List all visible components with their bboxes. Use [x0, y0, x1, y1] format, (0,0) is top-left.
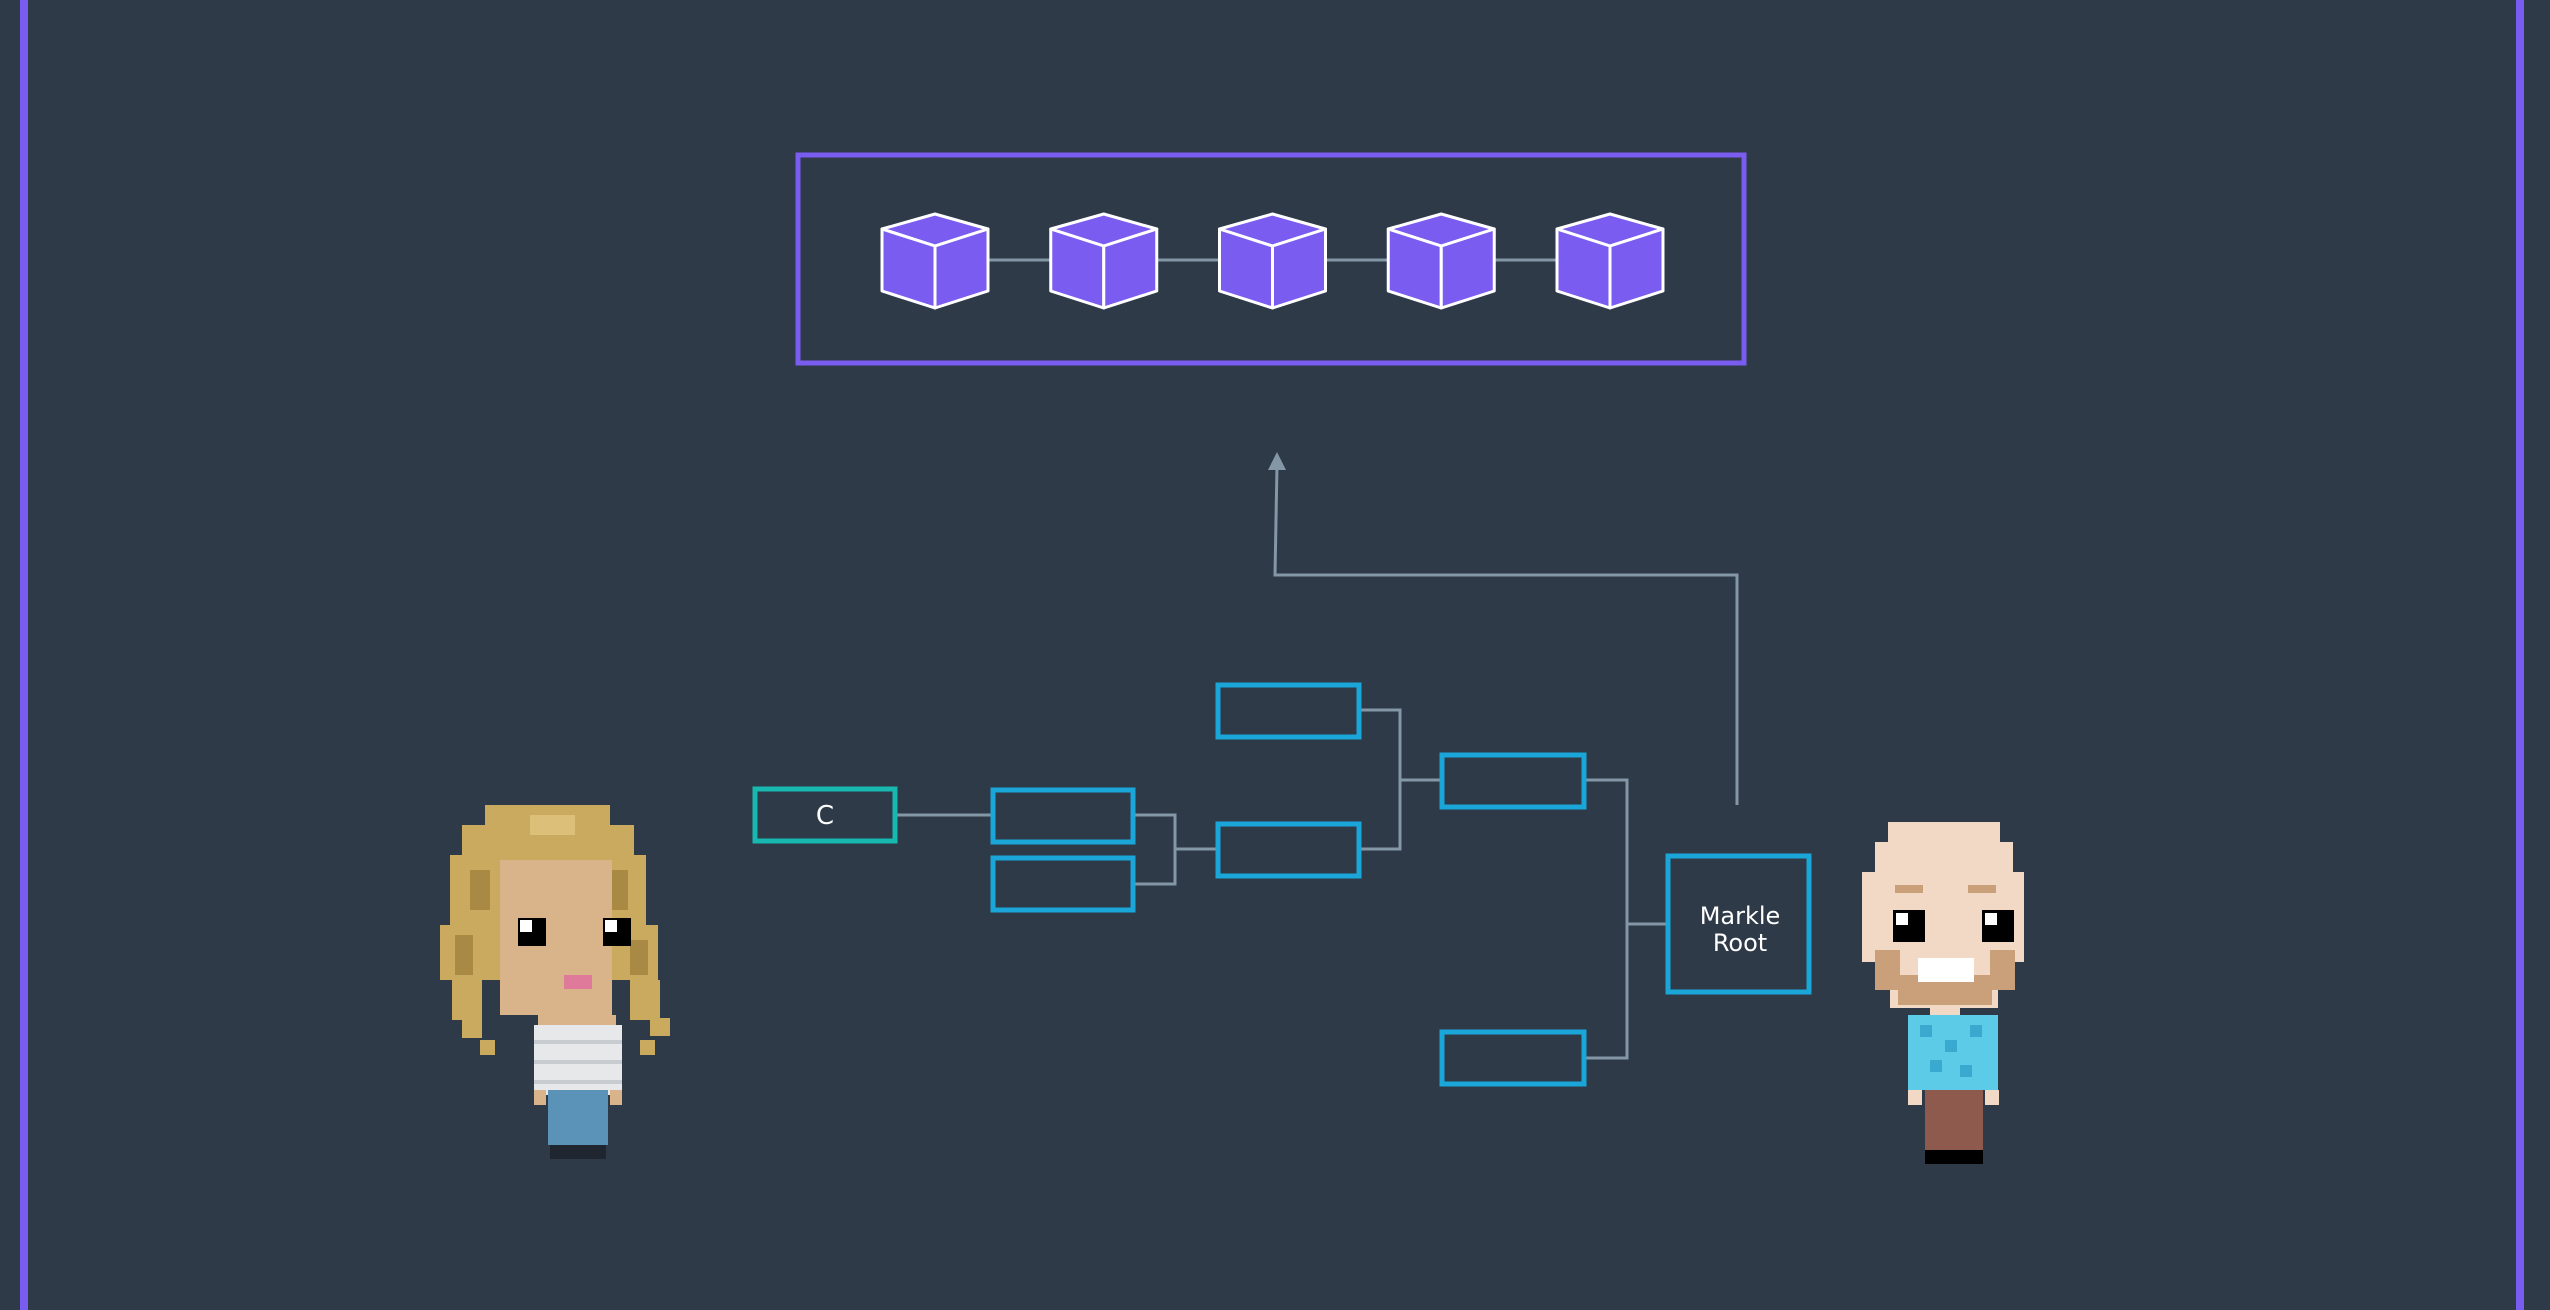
block-cubes [880, 212, 1665, 310]
hash-node [1215, 821, 1362, 879]
frame-left-border [20, 0, 28, 1310]
block-cube-icon [1555, 212, 1665, 310]
leaf-node-label: C [816, 801, 834, 831]
merkle-root-label-line1: Markle [1700, 902, 1781, 930]
woman-avatar [440, 805, 670, 1159]
hash-node [1439, 752, 1587, 810]
blockchain [795, 152, 1747, 366]
merkle-root-label-line2: Root [1713, 929, 1767, 957]
hash-node [1439, 1029, 1587, 1087]
cube-face [1439, 227, 1496, 310]
cube-face [1102, 227, 1159, 310]
blockchain-frame [795, 152, 1747, 366]
merkle-root-node [1665, 853, 1812, 995]
block-cube-icon [1218, 212, 1327, 310]
hash-node [1215, 682, 1362, 740]
frame-right-border [2516, 0, 2524, 1310]
leaf-node-c [752, 786, 898, 844]
cube-face [933, 227, 990, 310]
root-to-chain-arrow [1268, 452, 1739, 805]
block-cube-icon [1386, 212, 1496, 310]
merkle-connectors [895, 708, 1668, 1060]
cube-face [1608, 227, 1665, 310]
block-cube-icon [1049, 212, 1159, 310]
hash-node [990, 855, 1136, 913]
hash-node [990, 787, 1136, 845]
arrow-head-icon [1268, 452, 1286, 470]
arrow-path [1273, 464, 1739, 805]
man-avatar [1862, 822, 2024, 1164]
merkle-tree: C Markle Root [752, 682, 1812, 1087]
cube-face [1271, 227, 1327, 310]
block-cube-icon [880, 212, 990, 310]
